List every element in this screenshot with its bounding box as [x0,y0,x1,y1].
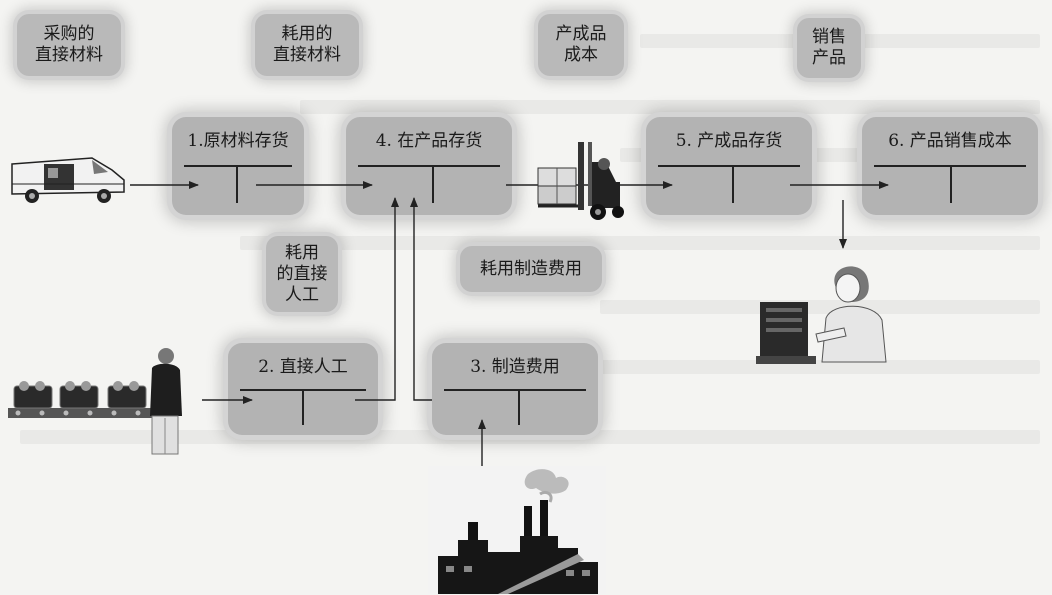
account-title: 3. 制造费用 [470,357,560,377]
cashier-icon [756,266,887,364]
t-account-divider [950,165,952,203]
t-account-divider [732,165,734,203]
background-text-line [300,100,1040,114]
arrow-labor-to-wip [355,197,399,401]
forklift-icon [537,142,624,220]
account-title: 6. 产品销售成本 [888,131,1012,151]
tag-used-overhead: 耗用制造费用 [460,246,602,292]
t-account-divider [236,165,238,203]
t-account-rule [658,165,800,167]
t-account-divider [518,389,520,425]
account-direct-labor: 2. 直接人工 [228,343,378,435]
account-title: 4. 在产品存货 [375,131,483,151]
assembly-worker-icon [8,348,182,455]
t-account-divider [432,165,434,203]
account-title: 2. 直接人工 [258,357,348,377]
t-account-rule [444,389,586,391]
t-account-rule [184,165,292,167]
account-title: 5. 产成品存货 [675,131,783,151]
tag-used-labor: 耗用 的直接 人工 [266,236,338,312]
tag-used-materials: 耗用的 直接材料 [255,14,359,76]
background-text-line [600,360,1040,374]
account-raw-materials: 1.原材料存货 [172,117,304,215]
background-text-line [600,300,1040,314]
account-work-in-process: 4. 在产品存货 [346,117,512,215]
delivery-van-icon [11,157,125,203]
account-title: 1.原材料存货 [187,131,289,151]
arrow-overhead-to-wip [410,197,432,401]
tag-finished-cost: 产成品 成本 [538,14,624,76]
tag-products-sold: 销售 产品 [797,18,861,78]
tag-purchased-materials: 采购的 直接材料 [17,14,121,76]
account-finished-goods: 5. 产成品存货 [646,117,812,215]
account-cost-of-goods-sold: 6. 产品销售成本 [862,117,1038,215]
account-manufacturing-overhead: 3. 制造费用 [432,343,598,435]
factory-icon [428,466,606,594]
t-account-divider [302,389,304,425]
t-account-rule [358,165,500,167]
